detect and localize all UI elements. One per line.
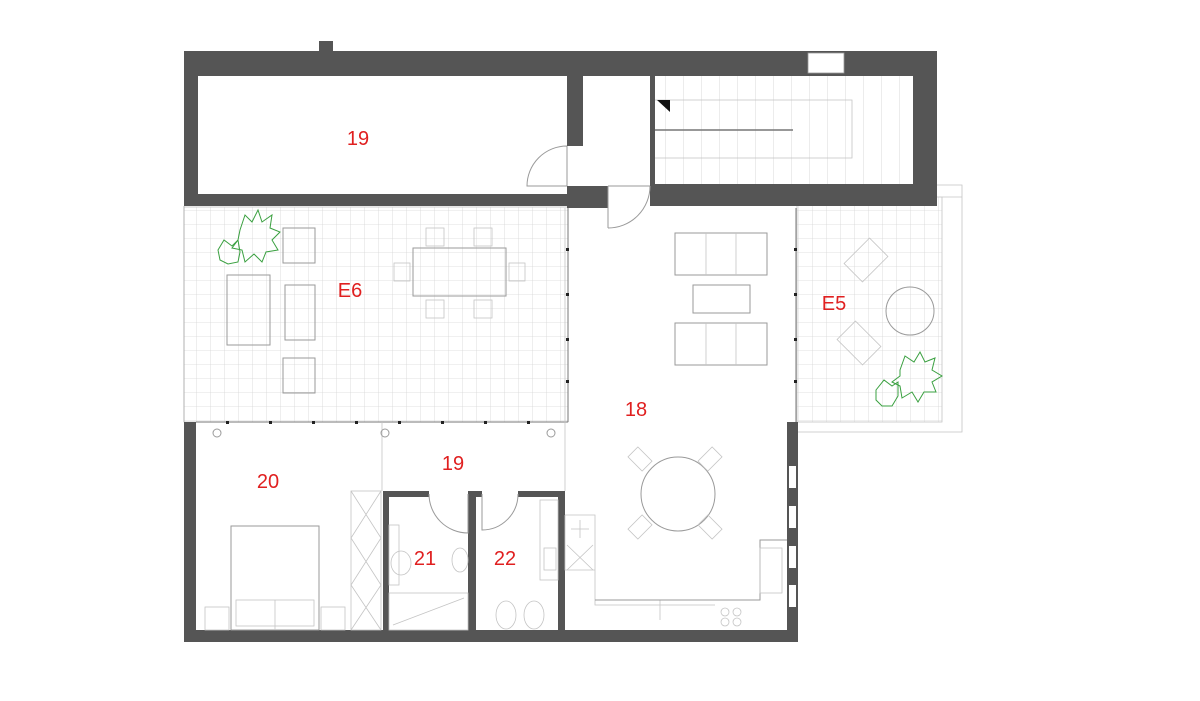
terrace-west-furniture: [226, 227, 526, 394]
room-label-bedroom: 20: [257, 471, 279, 493]
room-label-bath-1: 21: [414, 548, 436, 570]
wardrobe: [350, 490, 382, 631]
room-label-terrace-west: E6: [338, 280, 362, 302]
room-label-hall: 19: [442, 453, 464, 475]
terrace-west-area: [183, 206, 569, 423]
room-label-storage: 19: [347, 128, 369, 150]
bath-fixtures: [388, 499, 559, 631]
plants: [217, 208, 943, 407]
living-furniture: [627, 232, 783, 627]
room-label-terrace-east: E5: [822, 293, 846, 315]
terrace-east-furniture: [836, 237, 935, 366]
partitions: [381, 208, 787, 620]
room-labels: 19 E6 18 E5 20 19 21 22: [257, 128, 846, 570]
doors: [428, 145, 651, 534]
room-label-living: 18: [625, 399, 647, 421]
terrace-east-area: [796, 184, 963, 433]
walls: [184, 41, 937, 642]
structure-markers: [212, 248, 797, 438]
bed: [204, 525, 346, 631]
room-label-bath-2: 22: [494, 548, 516, 570]
